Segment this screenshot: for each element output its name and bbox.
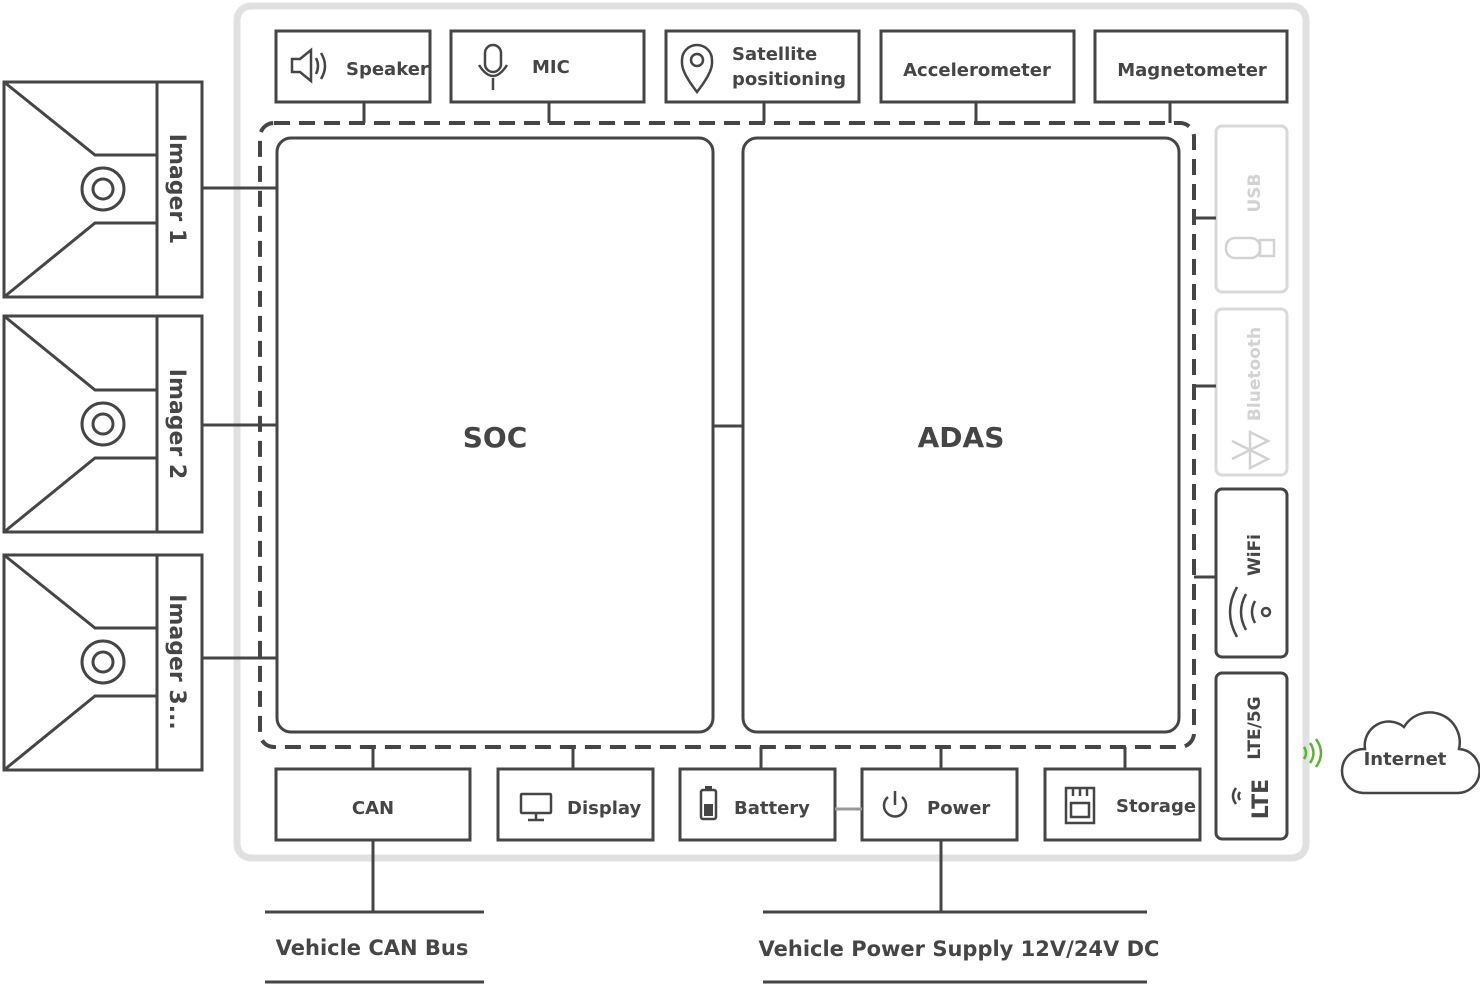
- speaker-label: Speaker: [346, 59, 429, 80]
- usb-label: USB: [1245, 173, 1265, 212]
- battery-icon: [699, 786, 718, 821]
- bluetooth-icon: [1231, 429, 1271, 471]
- internet-cloud: Internet: [1340, 711, 1480, 795]
- soc-block: SOC: [275, 136, 715, 734]
- storage-label: Storage: [1116, 796, 1196, 817]
- adas-block: ADAS: [741, 136, 1181, 734]
- sd-card-icon: [1064, 786, 1096, 825]
- can-module: CAN: [274, 767, 472, 842]
- accelerometer-label: Accelerometer: [903, 60, 1051, 81]
- accelerometer-module: Accelerometer: [879, 29, 1076, 104]
- display-label: Display: [567, 798, 641, 819]
- speaker-module: Speaker: [274, 29, 432, 104]
- wifi-module: WiFi: [1214, 487, 1289, 659]
- vehicle-power-supply-label: Vehicle Power Supply 12V/24V DC: [759, 937, 1160, 961]
- vehicle-can-bus-label: Vehicle CAN Bus: [276, 936, 469, 960]
- battery-module: Battery: [678, 767, 837, 842]
- imager-2: Imager 2: [2, 314, 204, 534]
- display-module: Display: [496, 767, 655, 842]
- usb-module: USB: [1214, 124, 1289, 294]
- soc-label: SOC: [463, 421, 528, 454]
- device-frame: [233, 2, 1310, 862]
- imager-3: Imager 3...: [2, 553, 204, 772]
- usb-icon: [1224, 236, 1276, 260]
- satellite-label-line2: positioning: [732, 69, 846, 90]
- adas-label: ADAS: [918, 421, 1005, 454]
- cloud-icon: [1340, 711, 1480, 795]
- location-pin-icon: [680, 43, 714, 95]
- satellite-module: Satellite positioning: [664, 29, 861, 104]
- wifi-label: WiFi: [1245, 534, 1265, 576]
- power-module: Power: [860, 767, 1019, 842]
- power-icon: [882, 791, 908, 818]
- can-label: CAN: [352, 798, 394, 819]
- internet-label: Internet: [1364, 749, 1447, 770]
- magnetometer-label: Magnetometer: [1117, 60, 1267, 81]
- power-label: Power: [927, 798, 990, 819]
- satellite-label-line1: Satellite: [732, 44, 817, 65]
- imager-1: Imager 1: [2, 80, 204, 299]
- core-enclosure: [258, 121, 1196, 749]
- mic-module: MIC: [449, 29, 646, 104]
- imager-2-label: Imager 2: [164, 369, 189, 479]
- monitor-icon: [519, 792, 553, 822]
- battery-label: Battery: [734, 798, 810, 819]
- bluetooth-label: Bluetooth: [1245, 327, 1265, 421]
- storage-module: Storage: [1043, 767, 1202, 842]
- wifi-icon: [1228, 586, 1272, 638]
- wireless-signal-icon: [1302, 738, 1323, 768]
- lte-signal-icon: LTE: [1231, 779, 1274, 819]
- imager-3-label: Imager 3...: [164, 594, 189, 730]
- bluetooth-module: Bluetooth: [1214, 307, 1289, 477]
- microphone-icon: [477, 43, 509, 90]
- lte-label: LTE/5G: [1245, 696, 1265, 759]
- magnetometer-module: Magnetometer: [1093, 29, 1289, 104]
- imager-1-label: Imager 1: [164, 134, 189, 244]
- lte-icon-text: LTE: [1249, 779, 1274, 819]
- lte-module: LTE/5G LTE: [1214, 671, 1289, 841]
- speaker-icon: [290, 47, 327, 84]
- mic-label: MIC: [532, 57, 570, 78]
